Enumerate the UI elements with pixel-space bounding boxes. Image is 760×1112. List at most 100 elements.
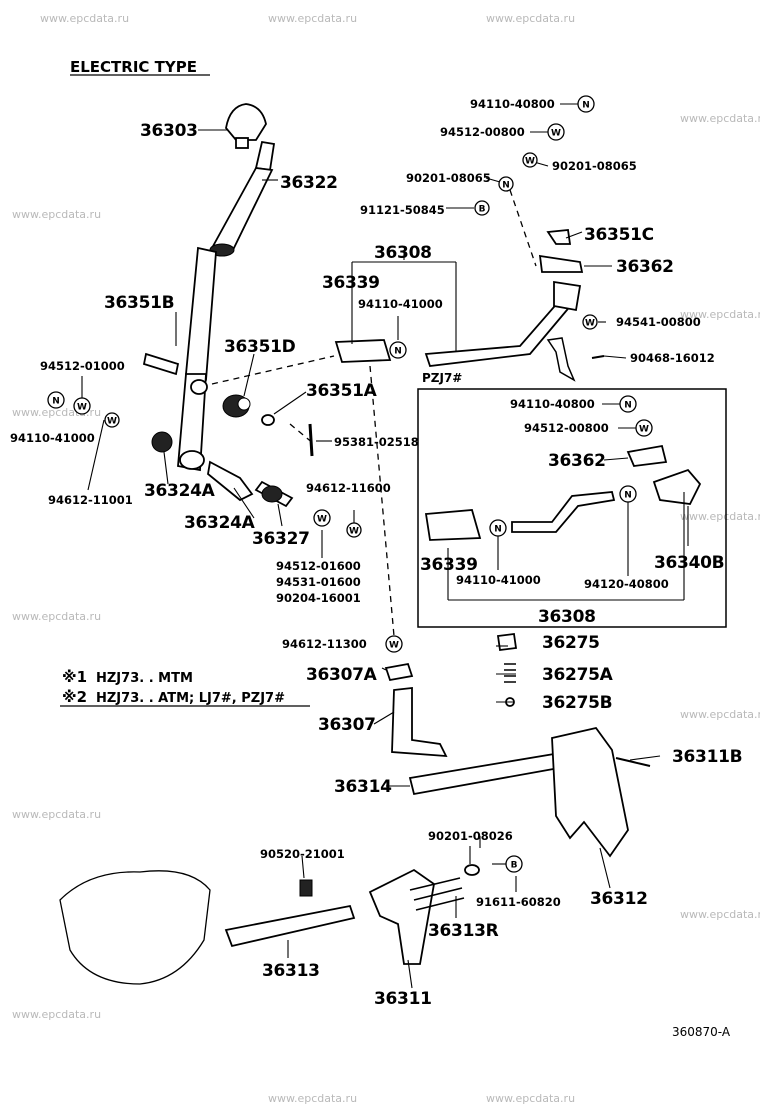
watermark-text: www.epcdata.ru	[680, 708, 760, 721]
washer-badge: W	[346, 522, 362, 538]
svg-text:W: W	[77, 403, 87, 413]
svg-text:W: W	[639, 425, 649, 435]
part-label: 36275B	[542, 693, 612, 713]
bolt-badge: B	[505, 855, 523, 873]
nut-badge: N	[47, 391, 65, 409]
shift-lever-drawing	[142, 103, 314, 508]
watermark-text: www.epcdata.ru	[40, 12, 129, 25]
lower-parts-drawing	[59, 632, 651, 985]
svg-text:N: N	[52, 397, 60, 407]
fastener-label: 90201-08065	[406, 171, 491, 185]
part-label: 36275	[542, 633, 600, 653]
figure-code: 360870-A	[672, 1025, 731, 1039]
part-label: 36340B	[654, 553, 724, 573]
fastener-label: 94612-11600	[306, 481, 391, 495]
fastener-label: 94612-11300	[282, 637, 367, 651]
inset-box	[417, 388, 727, 628]
fastener-label: 94512-00800	[524, 421, 609, 435]
fastener-label: 94120-40800	[584, 577, 669, 591]
svg-text:W: W	[389, 641, 399, 651]
watermark-text: www.epcdata.ru	[680, 308, 760, 321]
fastener-label: 94110-40800	[510, 397, 595, 411]
part-label: 36322	[280, 173, 338, 193]
washer-badge: W	[104, 412, 120, 428]
inset-label: PZJ7#	[422, 371, 462, 385]
washer-badge: W	[313, 509, 331, 527]
note-text: HZJ73. . MTM	[96, 671, 193, 686]
part-label: 36362	[548, 451, 606, 471]
fastener-label: 94110-40800	[470, 97, 555, 111]
part-label: 36339	[322, 273, 380, 293]
watermark-text: www.epcdata.ru	[12, 808, 101, 821]
nut-badge: N	[489, 519, 507, 537]
note-mark: ※2	[62, 688, 87, 706]
svg-text:N: N	[624, 401, 632, 411]
note-text: HZJ73. . ATM; LJ7#, PZJ7#	[96, 691, 285, 706]
part-label: 36311B	[672, 747, 742, 767]
watermark-text: www.epcdata.ru	[486, 12, 575, 25]
fastener-label: 94110-41000	[358, 297, 443, 311]
part-label: 36339	[420, 555, 478, 575]
part-labels: 36303 36322 36351B 36351D 36351A 36324A …	[104, 121, 743, 1009]
fastener-badges: N W W N B N W N W W W W W N W N N B	[47, 95, 653, 873]
part-label: 36307A	[306, 665, 378, 685]
model-notes: ※1 HZJ73. . MTM ※2 HZJ73. . ATM; LJ7#, P…	[60, 668, 310, 707]
svg-text:N: N	[502, 181, 510, 191]
diagram-title: ELECTRIC TYPE	[70, 58, 197, 76]
fastener-label: 90520-21001	[260, 847, 345, 861]
part-label: 36351D	[224, 337, 296, 357]
watermark-text: www.epcdata.ru	[12, 1008, 101, 1021]
part-label: 36351C	[584, 225, 654, 245]
watermarks: www.epcdata.ru www.epcdata.ru www.epcdat…	[12, 12, 760, 1105]
washer-badge: W	[73, 397, 91, 415]
part-label: 36308	[538, 607, 596, 627]
part-label: 36351A	[306, 381, 378, 401]
svg-text:N: N	[582, 101, 590, 111]
part-label: 36324A	[144, 481, 216, 501]
svg-text:B: B	[511, 861, 518, 871]
svg-text:W: W	[585, 319, 595, 329]
svg-text:B: B	[479, 205, 486, 215]
svg-text:N: N	[394, 347, 402, 357]
fastener-label: 91121-50845	[360, 203, 445, 217]
nut-badge: N	[498, 176, 514, 192]
fastener-label: 90201-08065	[552, 159, 637, 173]
control-rod-drawing	[334, 229, 605, 382]
svg-text:N: N	[494, 525, 502, 535]
washer-badge: W	[522, 152, 538, 168]
svg-text:W: W	[525, 157, 535, 167]
fastener-label: 90468-16012	[630, 351, 715, 365]
part-label: 36327	[252, 529, 310, 549]
fastener-label: 91611-60820	[476, 895, 561, 909]
part-label: 36311	[374, 989, 432, 1009]
watermark-text: www.epcdata.ru	[486, 1092, 575, 1105]
watermark-text: www.epcdata.ru	[680, 510, 760, 523]
watermark-text: www.epcdata.ru	[680, 112, 760, 125]
washer-badge: W	[385, 635, 403, 653]
part-label: 36307	[318, 715, 376, 735]
watermark-text: www.epcdata.ru	[12, 208, 101, 221]
fastener-label: 94512-01600	[276, 559, 361, 573]
part-label: 36312	[590, 889, 648, 909]
part-label: 36324A	[184, 513, 256, 533]
fastener-label: 90201-08026	[428, 829, 513, 843]
watermark-text: www.epcdata.ru	[680, 908, 760, 921]
watermark-text: www.epcdata.ru	[268, 12, 357, 25]
svg-text:W: W	[107, 417, 117, 427]
part-label: 36308	[374, 243, 432, 263]
dashed-leaders	[211, 189, 537, 637]
nut-badge: N	[389, 341, 407, 359]
svg-text:W: W	[349, 527, 359, 537]
fastener-label: 94612-11001	[48, 493, 133, 507]
part-label: 36351B	[104, 293, 174, 313]
bolt-badge: B	[474, 200, 490, 216]
part-label: 36275A	[542, 665, 614, 685]
nut-badge: N	[619, 395, 637, 413]
nut-badge: N	[577, 95, 595, 113]
fastener-label: 94541-00800	[616, 315, 701, 329]
washer-badge: W	[582, 314, 598, 330]
leader-lines	[81, 103, 689, 989]
part-label: 36313	[262, 961, 320, 981]
fastener-label: 95381-02518	[334, 435, 419, 449]
